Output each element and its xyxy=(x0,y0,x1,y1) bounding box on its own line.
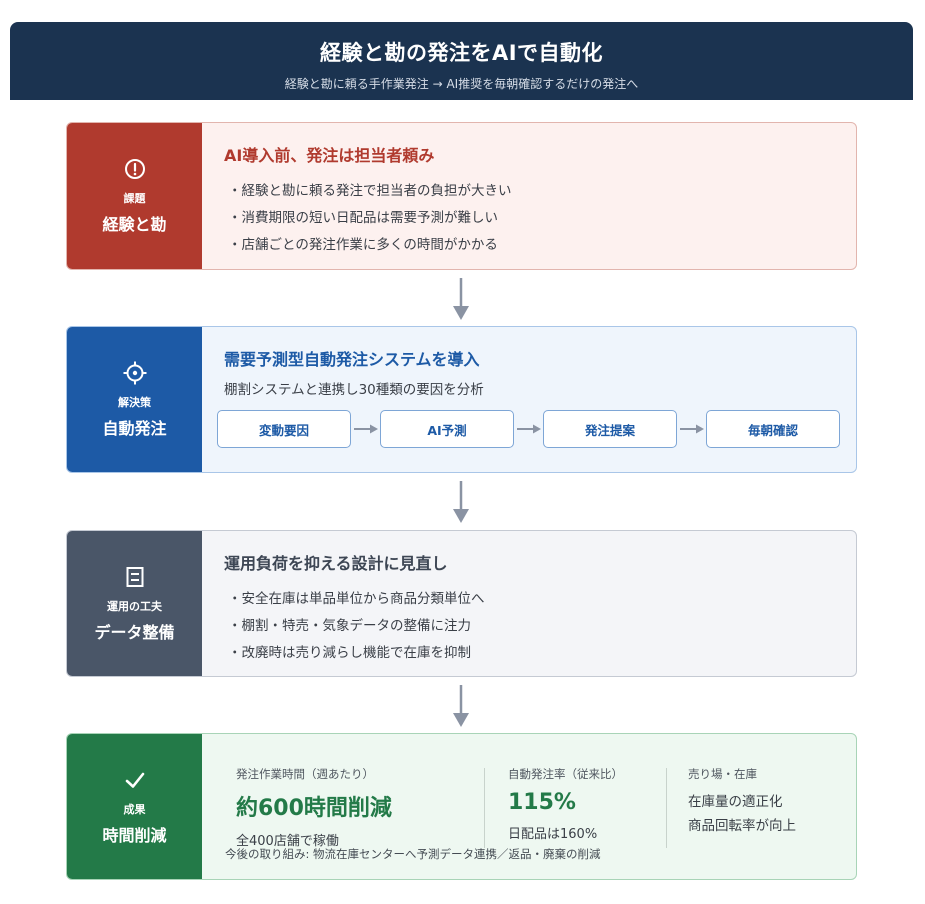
metric-note: 全400店舗で稼働 xyxy=(236,834,339,849)
metric-auto-order-rate: 自動発注率（従来比） 115% 日配品は160% xyxy=(484,766,688,849)
operation-label: データ整備 xyxy=(94,622,175,642)
arrow-right-icon xyxy=(351,424,380,434)
operation-title: 運用負荷を抑える設計に見直し xyxy=(224,554,448,573)
operation-side-panel: 運用の工夫 データ整備 xyxy=(67,531,202,676)
result-card: 成果 時間削減 発注作業時間（週あたり） 約600時間削減 全400店舗で稼働 … xyxy=(66,733,857,880)
document-icon xyxy=(123,565,147,589)
metric-order-hours: 発注作業時間（週あたり） 約600時間削減 全400店舗で稼働 xyxy=(236,766,508,849)
problem-bullets: ・経験と勘に頼る発注で担当者の負担が大きい ・消費期限の短い日配品は需要予測が難… xyxy=(224,178,834,259)
problem-title: AI導入前、発注は担当者頼み xyxy=(224,146,435,165)
problem-tag: 課題 xyxy=(123,192,146,205)
result-tag: 成果 xyxy=(123,802,146,816)
solution-subtitle: 棚割システムと連携し30種類の要因を分析 xyxy=(224,382,484,398)
metric-note: 日配品は160% xyxy=(508,827,598,842)
bullet-item: ・消費期限の短い日配品は需要予測が難しい xyxy=(228,210,498,226)
page-subtitle: 経験と勘に頼る手作業発注 → AI推奨を毎朝確認するだけの発注へ xyxy=(284,77,639,91)
metric-divider xyxy=(666,768,667,848)
problem-body: AI導入前、発注は担当者頼み ・経験と勘に頼る発注で担当者の負担が大きい ・消費… xyxy=(202,123,856,269)
result-metrics: 発注作業時間（週あたり） 約600時間削減 全400店舗で稼働 自動発注率（従来… xyxy=(236,766,848,849)
metric-store-inventory: 売り場・在庫 在庫量の適正化 商品回転率が向上 xyxy=(666,766,848,849)
header-banner: 経験と勘の発注をAIで自動化 経験と勘に頼る手作業発注 → AI推奨を毎朝確認す… xyxy=(10,22,913,100)
solution-body: 需要予測型自動発注システムを導入 棚割システムと連携し30種類の要因を分析 変動… xyxy=(202,327,856,472)
metric-label: 発注作業時間（週あたり） xyxy=(236,767,374,781)
problem-card: 課題 経験と勘 AI導入前、発注は担当者頼み ・経験と勘に頼る発注で担当者の負担… xyxy=(66,122,857,270)
flow-step-morning-check: 毎朝確認 xyxy=(706,410,840,448)
future-plans-note: 今後の取り組み: 物流在庫センターへ予測データ連携／返品・廃棄の削減 xyxy=(225,847,601,861)
down-arrow-icon xyxy=(453,685,469,727)
result-label: 時間削減 xyxy=(102,825,167,845)
arrow-right-icon xyxy=(677,424,706,434)
bullet-item: ・経験と勘に頼る発注で担当者の負担が大きい xyxy=(228,183,512,199)
page-title: 経験と勘の発注をAIで自動化 xyxy=(319,41,604,65)
metric-divider xyxy=(484,768,485,848)
solution-title: 需要予測型自動発注システムを導入 xyxy=(224,350,480,369)
check-icon xyxy=(123,768,147,792)
problem-label: 経験と勘 xyxy=(102,215,167,234)
target-icon xyxy=(123,361,147,385)
metric-label: 自動発注率（従来比） xyxy=(508,767,623,781)
down-arrow-icon xyxy=(453,278,469,320)
operation-bullets: ・安全在庫は単品単位から商品分類単位へ ・棚割・特売・気象データの整備に注力 ・… xyxy=(224,586,834,667)
result-side-panel: 成果 時間削減 xyxy=(67,734,202,879)
operation-body: 運用負荷を抑える設計に見直し ・安全在庫は単品単位から商品分類単位へ ・棚割・特… xyxy=(202,531,856,676)
down-arrow-icon xyxy=(453,481,469,523)
bullet-item: ・店舗ごとの発注作業に多くの時間がかかる xyxy=(228,237,498,253)
bullet-item: ・改廃時は売り減らし機能で在庫を抑制 xyxy=(228,645,471,661)
operation-tag: 運用の工夫 xyxy=(107,599,162,613)
metric-label: 売り場・在庫 xyxy=(688,767,757,781)
problem-side-panel: 課題 経験と勘 xyxy=(67,123,202,269)
metric-line: 商品回転率が向上 xyxy=(688,818,796,834)
metric-line: 在庫量の適正化 xyxy=(688,794,783,810)
operation-card: 運用の工夫 データ整備 運用負荷を抑える設計に見直し ・安全在庫は単品単位から商… xyxy=(66,530,857,677)
solution-tag: 解決策 xyxy=(118,395,151,409)
solution-label: 自動発注 xyxy=(102,418,167,438)
flow-step-factors: 変動要因 xyxy=(217,410,351,448)
solution-side-panel: 解決策 自動発注 xyxy=(67,327,202,472)
flow-step-ai-forecast: AI予測 xyxy=(380,410,514,448)
flow-step-order-proposal: 発注提案 xyxy=(543,410,677,448)
bullet-item: ・安全在庫は単品単位から商品分類単位へ xyxy=(228,591,485,607)
alert-circle-icon xyxy=(123,157,147,181)
process-flow: 変動要因 AI予測 発注提案 毎朝確認 xyxy=(217,410,840,448)
arrow-right-icon xyxy=(514,424,543,434)
bullet-item: ・棚割・特売・気象データの整備に注力 xyxy=(228,618,471,634)
metric-value: 115% xyxy=(508,790,576,815)
solution-card: 解決策 自動発注 需要予測型自動発注システムを導入 棚割システムと連携し30種類… xyxy=(66,326,857,473)
metric-value: 約600時間削減 xyxy=(236,796,392,821)
result-body: 発注作業時間（週あたり） 約600時間削減 全400店舗で稼働 自動発注率（従来… xyxy=(202,734,856,879)
